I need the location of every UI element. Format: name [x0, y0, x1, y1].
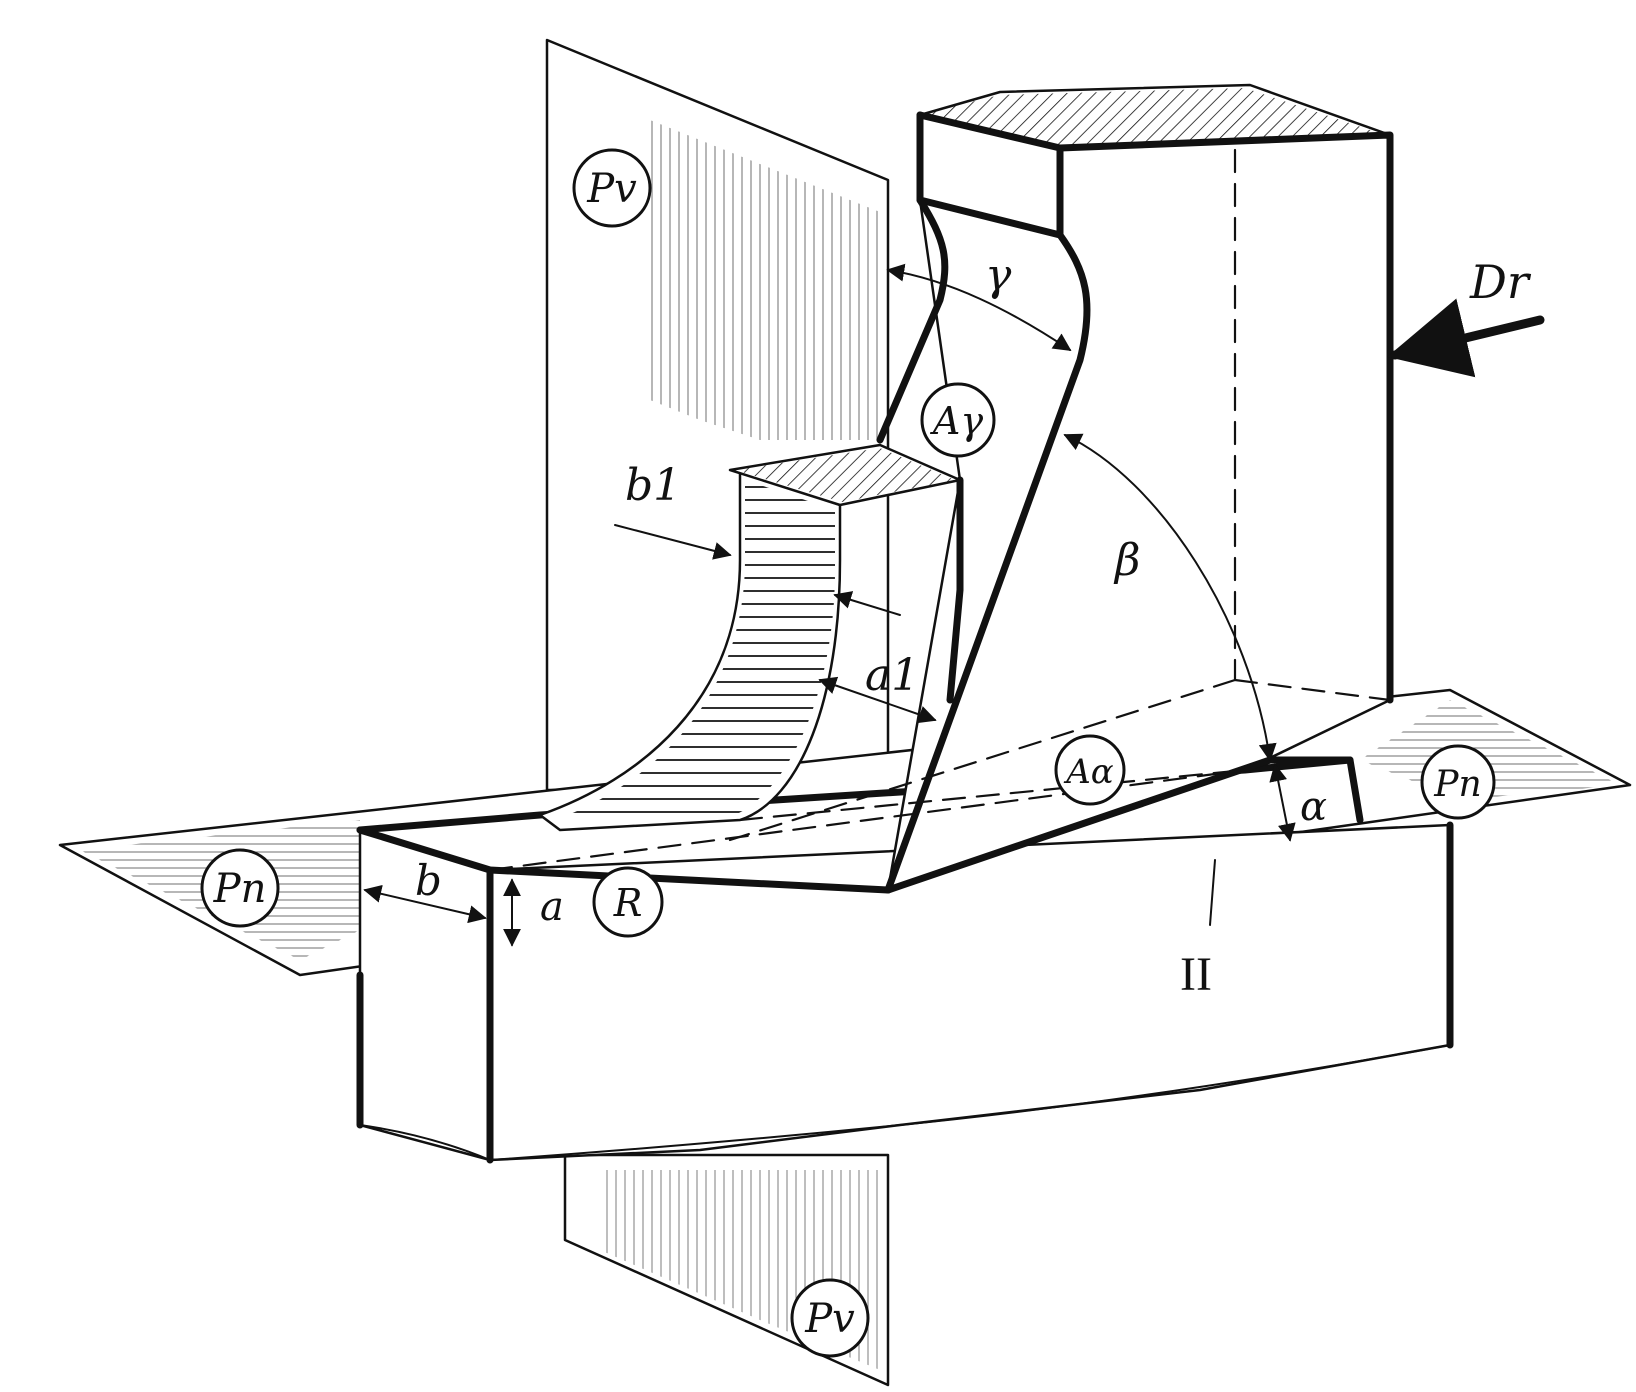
circled-label-r: R — [592, 866, 664, 938]
angle-markers — [363, 263, 1545, 947]
circled-label-a-alpha: Aα — [1054, 734, 1126, 806]
label-b: b — [415, 856, 442, 905]
label-pn-left: Pn — [213, 866, 267, 912]
label-pv-top: Pv — [586, 166, 637, 212]
label-pv-bottom: Pv — [804, 1296, 855, 1342]
label-a-gamma: Aγ — [930, 399, 983, 443]
label-gamma: γ — [985, 250, 1012, 301]
label-a: a — [540, 884, 564, 930]
label-ii: II — [1180, 948, 1212, 1001]
label-alpha: α — [1300, 784, 1327, 830]
label-r: R — [613, 881, 643, 925]
circled-label-pv-top: Pv — [572, 148, 652, 228]
circled-label-pn-right: Pn — [1420, 744, 1496, 820]
label-a1: a1 — [865, 650, 919, 701]
label-b1: b1 — [625, 460, 681, 511]
circled-label-pv-bottom: Pv — [790, 1278, 870, 1358]
chip — [538, 443, 962, 832]
label-beta: β — [1113, 535, 1140, 586]
label-a-alpha: Aα — [1063, 752, 1114, 792]
circled-label-pn-left: Pn — [200, 848, 280, 928]
circled-label-a-gamma: Aγ — [920, 382, 996, 458]
label-pn-right: Pn — [1433, 764, 1481, 805]
label-dr: Dr — [1469, 255, 1532, 309]
